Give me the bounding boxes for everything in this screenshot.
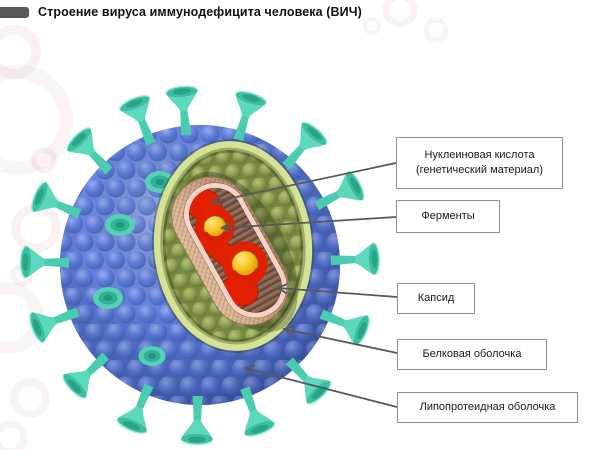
label-box-enzymes: Ферменты	[396, 200, 500, 233]
label-box-lipoprotein-envelope: Липопротеидная оболочка	[397, 392, 578, 423]
label-text-lipoprotein-envelope: Липопротеидная оболочка	[419, 401, 556, 414]
connector-lipoprotein	[245, 368, 398, 408]
matrix-inner-shadow	[160, 147, 306, 345]
label-text-capsid: Капсид	[417, 292, 455, 305]
capsid-rim	[183, 182, 287, 318]
label-box-nucleic-acid: Нуклеиновая кислота (генетический матери…	[396, 137, 563, 189]
page-title: Строение вируса иммунодефицита человека …	[38, 5, 362, 19]
label-text-protein-coat: Белковая оболочка	[422, 348, 522, 361]
title-marker	[0, 7, 29, 18]
capsid-shape	[171, 171, 298, 333]
connector-capsid	[278, 288, 398, 298]
connector-nucleic-acid	[213, 162, 397, 202]
label-text-enzymes: Ферменты	[421, 210, 475, 223]
label-box-protein-coat: Белковая оболочка	[397, 339, 547, 370]
label-box-capsid: Капсид	[397, 283, 475, 314]
connectors	[213, 162, 398, 408]
connector-protein-coat	[284, 329, 398, 354]
connector-enzymes	[222, 216, 397, 228]
label-text-nucleic-acid: Нуклеиновая кислота (генетический матери…	[416, 149, 543, 176]
background-watermark	[0, 0, 449, 450]
